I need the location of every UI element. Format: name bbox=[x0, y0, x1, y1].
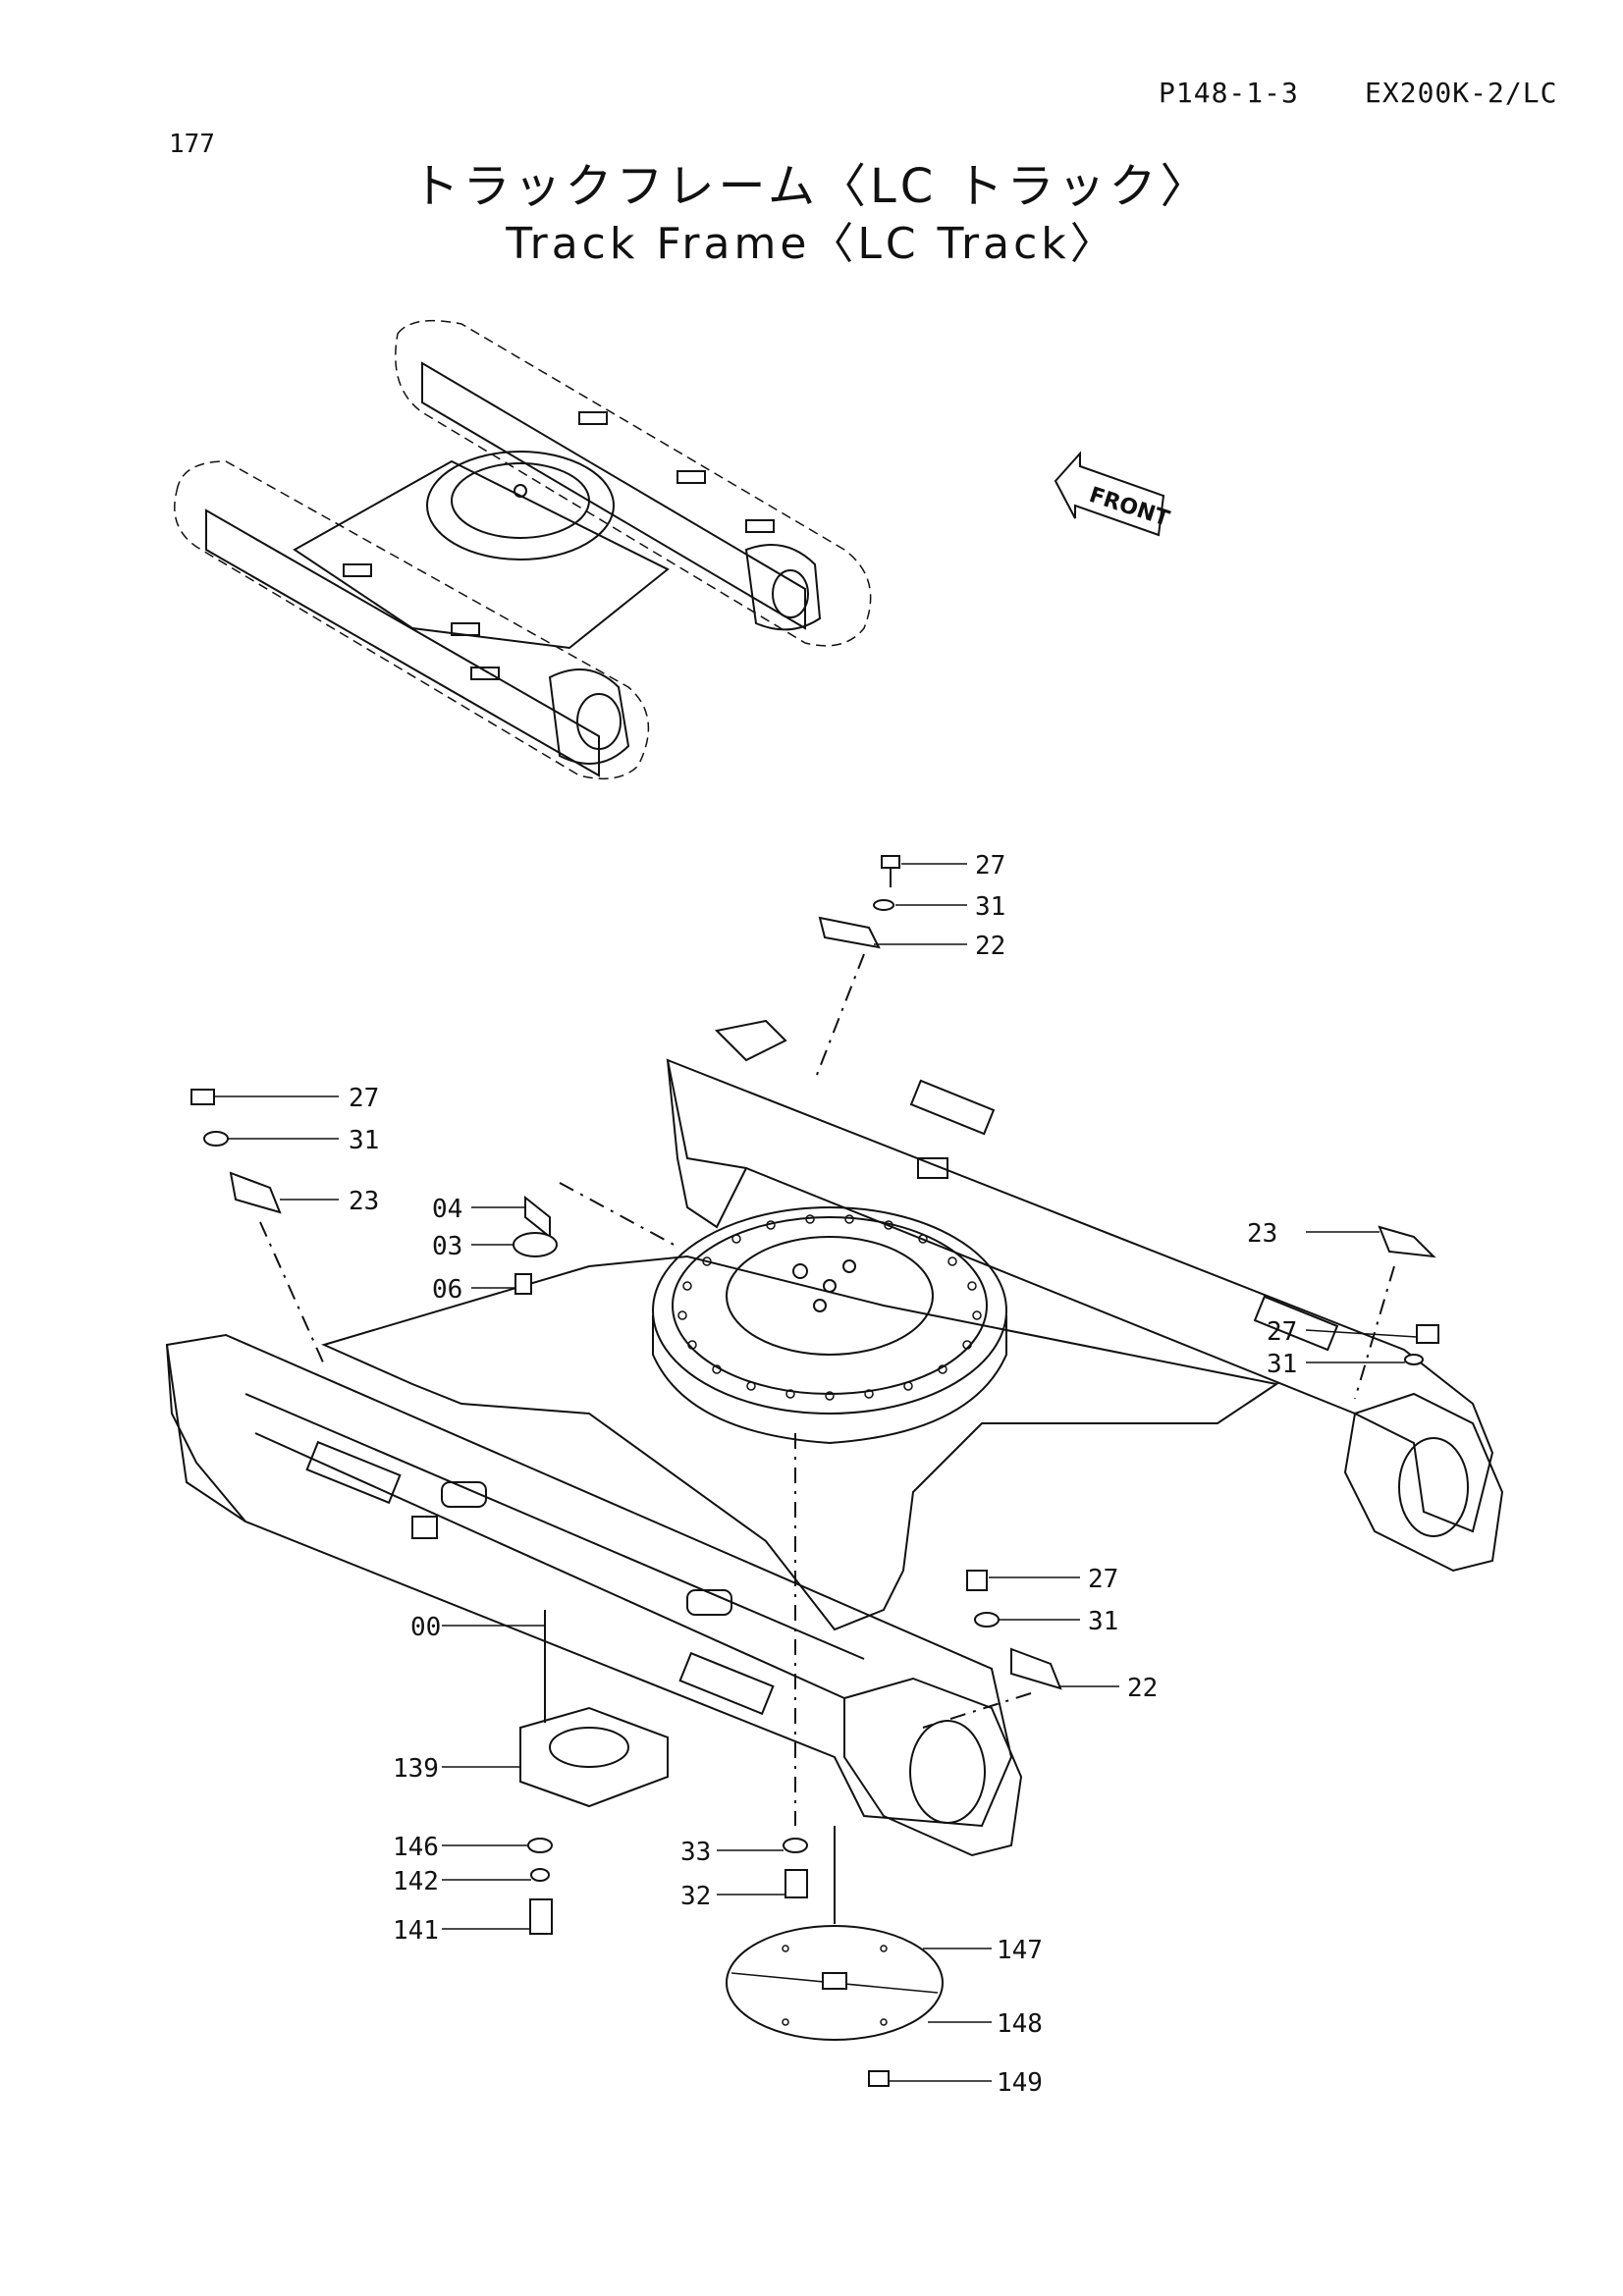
callout-top-bolt: 27 bbox=[975, 851, 1005, 881]
callout-nut-06: 06 bbox=[432, 1275, 462, 1305]
page-reference: P148-1-3 bbox=[1159, 77, 1299, 109]
callout-left-bolt: 27 bbox=[349, 1084, 379, 1113]
callout-bolt-32: 32 bbox=[680, 1882, 711, 1911]
page-number: 177 bbox=[169, 130, 215, 159]
title-japanese: トラックフレーム〈LC トラック〉 bbox=[411, 159, 1212, 214]
main-track-frame bbox=[165, 1019, 1504, 1857]
top-hardware bbox=[814, 855, 900, 1081]
cover-plate bbox=[726, 1826, 944, 2087]
callout-right-guard: 23 bbox=[1247, 1219, 1277, 1249]
callout-frame: 00 bbox=[410, 1613, 441, 1642]
callout-cover-147: 147 bbox=[997, 1936, 1043, 1965]
callout-left-washer: 31 bbox=[349, 1126, 379, 1155]
callout-washer-33: 33 bbox=[680, 1838, 711, 1867]
callout-right-bolt: 27 bbox=[1267, 1317, 1297, 1347]
leader-lines bbox=[214, 863, 1418, 2082]
callout-bolt-149: 149 bbox=[997, 2068, 1043, 2098]
right-hardware bbox=[1354, 1225, 1439, 1400]
plate-hardware bbox=[513, 1182, 678, 1295]
bracket-hardware bbox=[519, 1610, 669, 1935]
callout-bolt-141: 141 bbox=[393, 1916, 439, 1946]
callout-plate-04: 04 bbox=[432, 1195, 462, 1224]
left-hardware bbox=[190, 1089, 325, 1365]
callout-top-washer: 31 bbox=[975, 892, 1005, 922]
callout-washer-146: 146 bbox=[393, 1833, 439, 1862]
callout-left-guard: 23 bbox=[349, 1187, 379, 1216]
callout-bracket: 139 bbox=[393, 1754, 439, 1784]
lower-center-hardware bbox=[783, 1433, 808, 1898]
front-arrow-icon: FRONT bbox=[1054, 451, 1172, 537]
callout-labels: 27 31 22 27 31 23 04 03 06 27 31 23 27 3… bbox=[349, 851, 1297, 2098]
model-number: EX200K-2/LC bbox=[1365, 77, 1558, 109]
callout-front-bolt: 27 bbox=[1088, 1565, 1118, 1594]
front-hardware bbox=[922, 1570, 1062, 1729]
callout-top-guard: 22 bbox=[975, 932, 1005, 961]
callout-front-guard: 22 bbox=[1127, 1674, 1158, 1703]
callout-plate-148: 148 bbox=[997, 2009, 1043, 2039]
callout-front-washer: 31 bbox=[1088, 1607, 1118, 1636]
callout-right-washer: 31 bbox=[1267, 1350, 1297, 1379]
callout-plate-03: 03 bbox=[432, 1232, 462, 1261]
callout-washer-142: 142 bbox=[393, 1867, 439, 1896]
overview-track-frame bbox=[174, 319, 872, 780]
title-english: Track Frame〈LC Track〉 bbox=[506, 219, 1117, 269]
